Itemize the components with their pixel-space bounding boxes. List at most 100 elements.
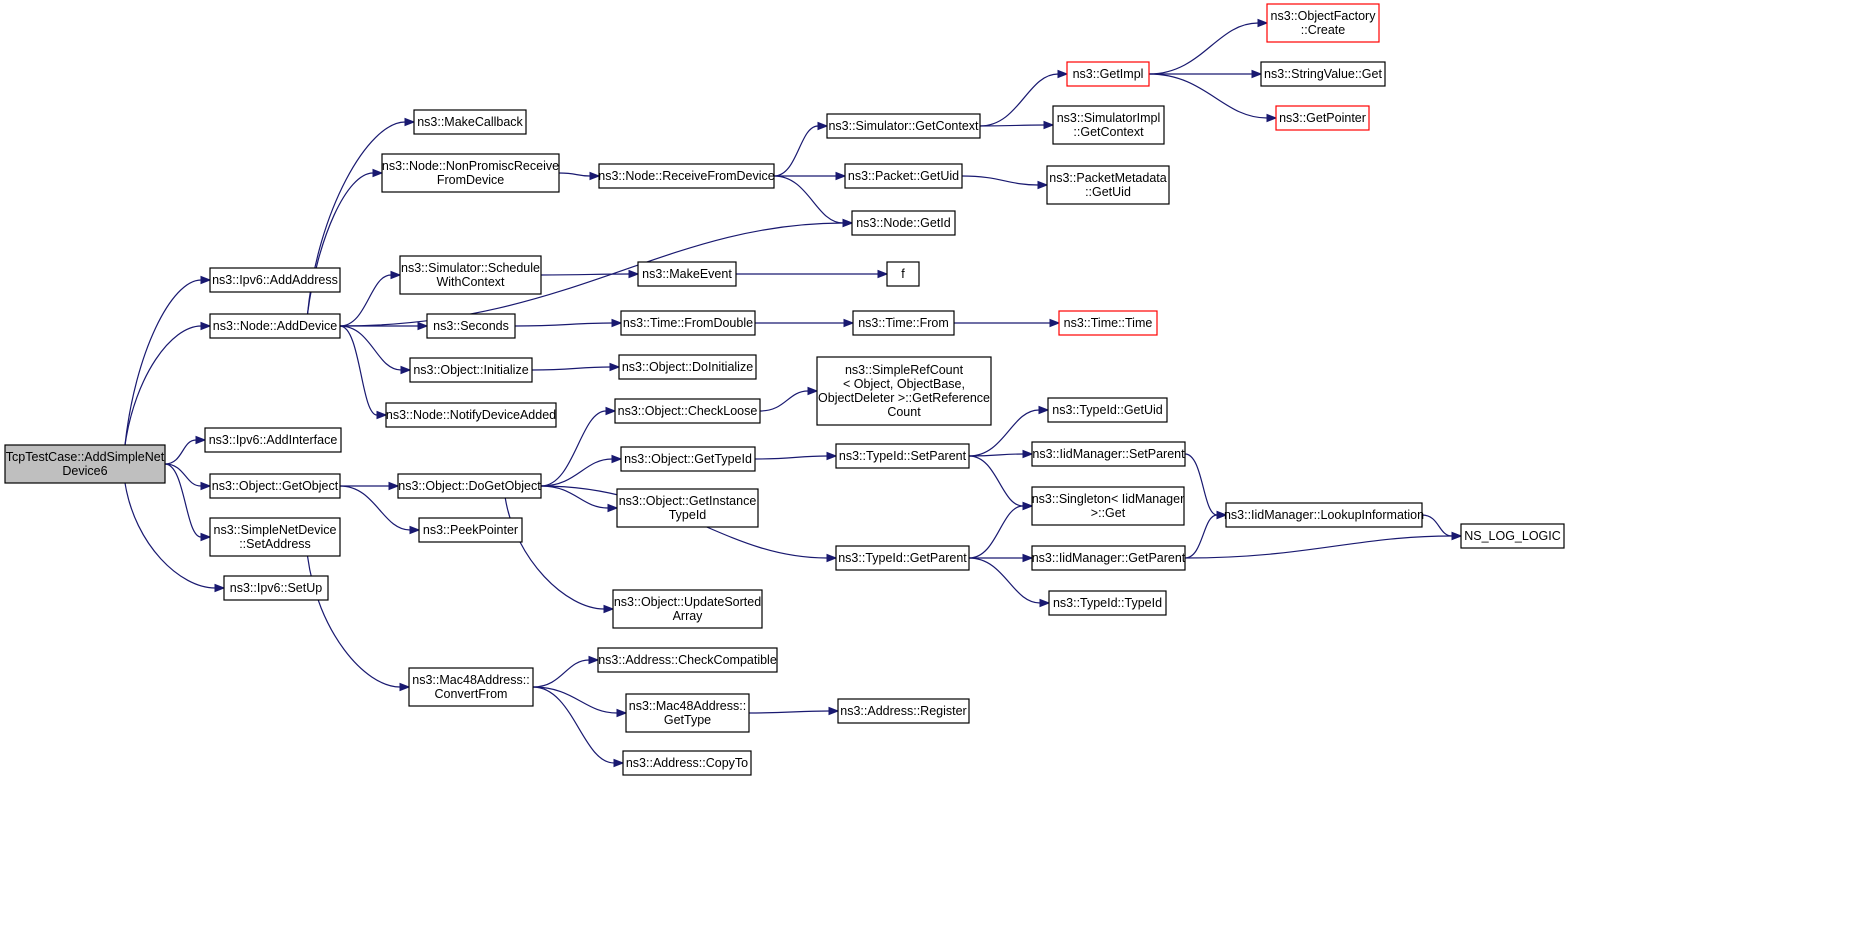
edge-node-receivefromdevice-to-simulator-getcontext xyxy=(773,121,829,177)
node-iidmanager-setparent[interactable]: ns3::IidManager::SetParent xyxy=(1031,441,1186,467)
node-box xyxy=(1066,61,1150,87)
node-label: ConvertFrom xyxy=(435,687,508,701)
node-simulator-getcontext[interactable]: ns3::Simulator::GetContext xyxy=(826,113,981,139)
node-label: ns3::Object::UpdateSorted xyxy=(614,595,761,609)
node-simulatorimpl-getcontext[interactable]: ns3::SimulatorImpl::GetContext xyxy=(1052,105,1165,145)
node-typeid-getparent[interactable]: ns3::TypeId::GetParent xyxy=(835,545,970,571)
node-label: NS_LOG_LOGIC xyxy=(1464,529,1561,543)
node-address-register[interactable]: ns3::Address::Register xyxy=(837,698,970,724)
node-object-getobject[interactable]: ns3::Object::GetObject xyxy=(209,473,341,499)
node-simplenetdevice-setaddress[interactable]: ns3::SimpleNetDevice::SetAddress xyxy=(209,517,341,557)
node-iidmanager-getparent[interactable]: ns3::IidManager::GetParent xyxy=(1031,545,1186,571)
node-label: WithContext xyxy=(436,275,505,289)
node-label: ::SetAddress xyxy=(239,537,311,551)
node-node-adddevice[interactable]: ns3::Node::AddDevice xyxy=(209,313,341,339)
node-node-receivefromdevice[interactable]: ns3::Node::ReceiveFromDevice xyxy=(598,163,775,189)
node-time-time[interactable]: ns3::Time::Time xyxy=(1058,310,1158,336)
node-object-dogetobject[interactable]: ns3::Object::DoGetObject xyxy=(397,473,542,499)
node-makeevent[interactable]: ns3::MakeEvent xyxy=(637,261,737,287)
node-label: ns3::Node::NonPromiscReceive xyxy=(382,159,559,173)
edge-object-initialize-to-object-doinitialize xyxy=(531,362,621,372)
arrowhead xyxy=(1037,180,1049,190)
edge-line xyxy=(1184,535,1453,559)
edge-line xyxy=(748,710,830,714)
edges-layer xyxy=(124,18,1463,768)
node-peekpointer[interactable]: ns3::PeekPointer xyxy=(418,517,523,543)
node-makecallback[interactable]: ns3::MakeCallback xyxy=(413,109,527,135)
edge-line xyxy=(754,455,828,460)
node-singleton-get[interactable]: ns3::Singleton< IidManager>::Get xyxy=(1031,486,1185,526)
edge-getimpl-to-stringvalue-get xyxy=(1149,69,1263,79)
edge-time-from-to-time-time xyxy=(954,318,1061,328)
arrowhead xyxy=(417,321,429,331)
arrowhead xyxy=(1451,531,1463,541)
edge-line xyxy=(540,458,613,487)
node-label: ns3::Simulator::Schedule xyxy=(401,261,540,275)
node-getpointer[interactable]: ns3::GetPointer xyxy=(1275,105,1370,131)
node-box xyxy=(597,647,778,673)
node-box xyxy=(399,255,542,295)
node-node-getid[interactable]: ns3::Node::GetId xyxy=(851,210,956,236)
node-getimpl[interactable]: ns3::GetImpl xyxy=(1066,61,1150,87)
node-box xyxy=(209,473,341,499)
node-object-doinitialize[interactable]: ns3::Object::DoInitialize xyxy=(618,354,757,380)
node-stringvalue-get[interactable]: ns3::StringValue::Get xyxy=(1260,61,1386,87)
node-label: < Object, ObjectBase, xyxy=(843,377,965,391)
node-f[interactable]: f xyxy=(886,261,920,287)
edge-line xyxy=(773,125,819,177)
edge-node-adddevice-to-seconds xyxy=(340,321,429,331)
node-ns-log-logic[interactable]: NS_LOG_LOGIC xyxy=(1460,523,1565,549)
node-label: ns3::TypeId::GetUid xyxy=(1052,403,1163,417)
node-seconds[interactable]: ns3::Seconds xyxy=(426,313,516,339)
node-box xyxy=(209,267,341,293)
node-box xyxy=(209,517,341,557)
node-box xyxy=(1266,3,1380,43)
edge-line xyxy=(1148,73,1268,119)
edge-line xyxy=(339,274,392,327)
node-packet-getuid[interactable]: ns3::Packet::GetUid xyxy=(844,163,963,189)
edge-object-dogetobject-to-object-gettypeid xyxy=(540,454,623,487)
arrowhead xyxy=(842,218,854,228)
edge-node-receivefromdevice-to-packet-getuid xyxy=(773,171,847,181)
node-box xyxy=(835,443,970,469)
node-object-initialize[interactable]: ns3::Object::Initialize xyxy=(409,357,533,383)
node-time-fromdouble[interactable]: ns3::Time::FromDouble xyxy=(620,310,756,336)
node-ipv6-addaddress[interactable]: ns3::Ipv6::AddAddress xyxy=(209,267,341,293)
edge-line xyxy=(124,279,202,446)
arrowhead xyxy=(1049,318,1061,328)
node-object-checkloose[interactable]: ns3::Object::CheckLoose xyxy=(614,398,761,424)
node-label: ::GetUid xyxy=(1085,185,1131,199)
arrowhead xyxy=(1022,501,1034,511)
node-mac48-gettype[interactable]: ns3::Mac48Address::GetType xyxy=(625,693,750,733)
edge-line xyxy=(979,73,1059,127)
node-typeid-setparent[interactable]: ns3::TypeId::SetParent xyxy=(835,443,970,469)
edge-iidmanager-setparent-to-iidmanager-lookupinformation xyxy=(1184,453,1228,520)
node-address-checkcompatible[interactable]: ns3::Address::CheckCompatible xyxy=(597,647,778,673)
edge-root-to-object-getobject xyxy=(164,463,212,491)
node-label: ns3::Object::DoInitialize xyxy=(622,360,753,374)
node-iidmanager-lookupinformation[interactable]: ns3::IidManager::LookupInformation xyxy=(1224,502,1424,528)
node-ipv6-setup[interactable]: ns3::Ipv6::SetUp xyxy=(223,575,329,601)
node-label: ns3::Mac48Address:: xyxy=(629,699,746,713)
node-label: ns3::SimpleNetDevice xyxy=(214,523,337,537)
node-simplerefcount[interactable]: ns3::SimpleRefCount< Object, ObjectBase,… xyxy=(816,356,992,426)
node-label: ns3::Ipv6::AddAddress xyxy=(212,273,338,287)
edge-line xyxy=(979,124,1045,127)
node-node-notifydeviceadded[interactable]: ns3::Node::NotifyDeviceAdded xyxy=(385,402,557,428)
node-ipv6-addinterface[interactable]: ns3::Ipv6::AddInterface xyxy=(204,427,342,453)
node-mac48-convertfrom[interactable]: ns3::Mac48Address::ConvertFrom xyxy=(408,667,534,707)
node-time-from[interactable]: ns3::Time::From xyxy=(852,310,955,336)
node-object-gettypeid[interactable]: ns3::Object::GetTypeId xyxy=(620,446,756,472)
node-typeid-typeid[interactable]: ns3::TypeId::TypeId xyxy=(1048,590,1167,616)
node-objectfactory-create[interactable]: ns3::ObjectFactory::Create xyxy=(1266,3,1380,43)
node-box xyxy=(408,667,534,707)
node-box xyxy=(637,261,737,287)
node-typeid-getuid[interactable]: ns3::TypeId::GetUid xyxy=(1047,397,1168,423)
node-packetmetadata-getuid[interactable]: ns3::PacketMetadata::GetUid xyxy=(1046,165,1170,205)
node-address-copyto[interactable]: ns3::Address::CopyTo xyxy=(622,750,752,776)
